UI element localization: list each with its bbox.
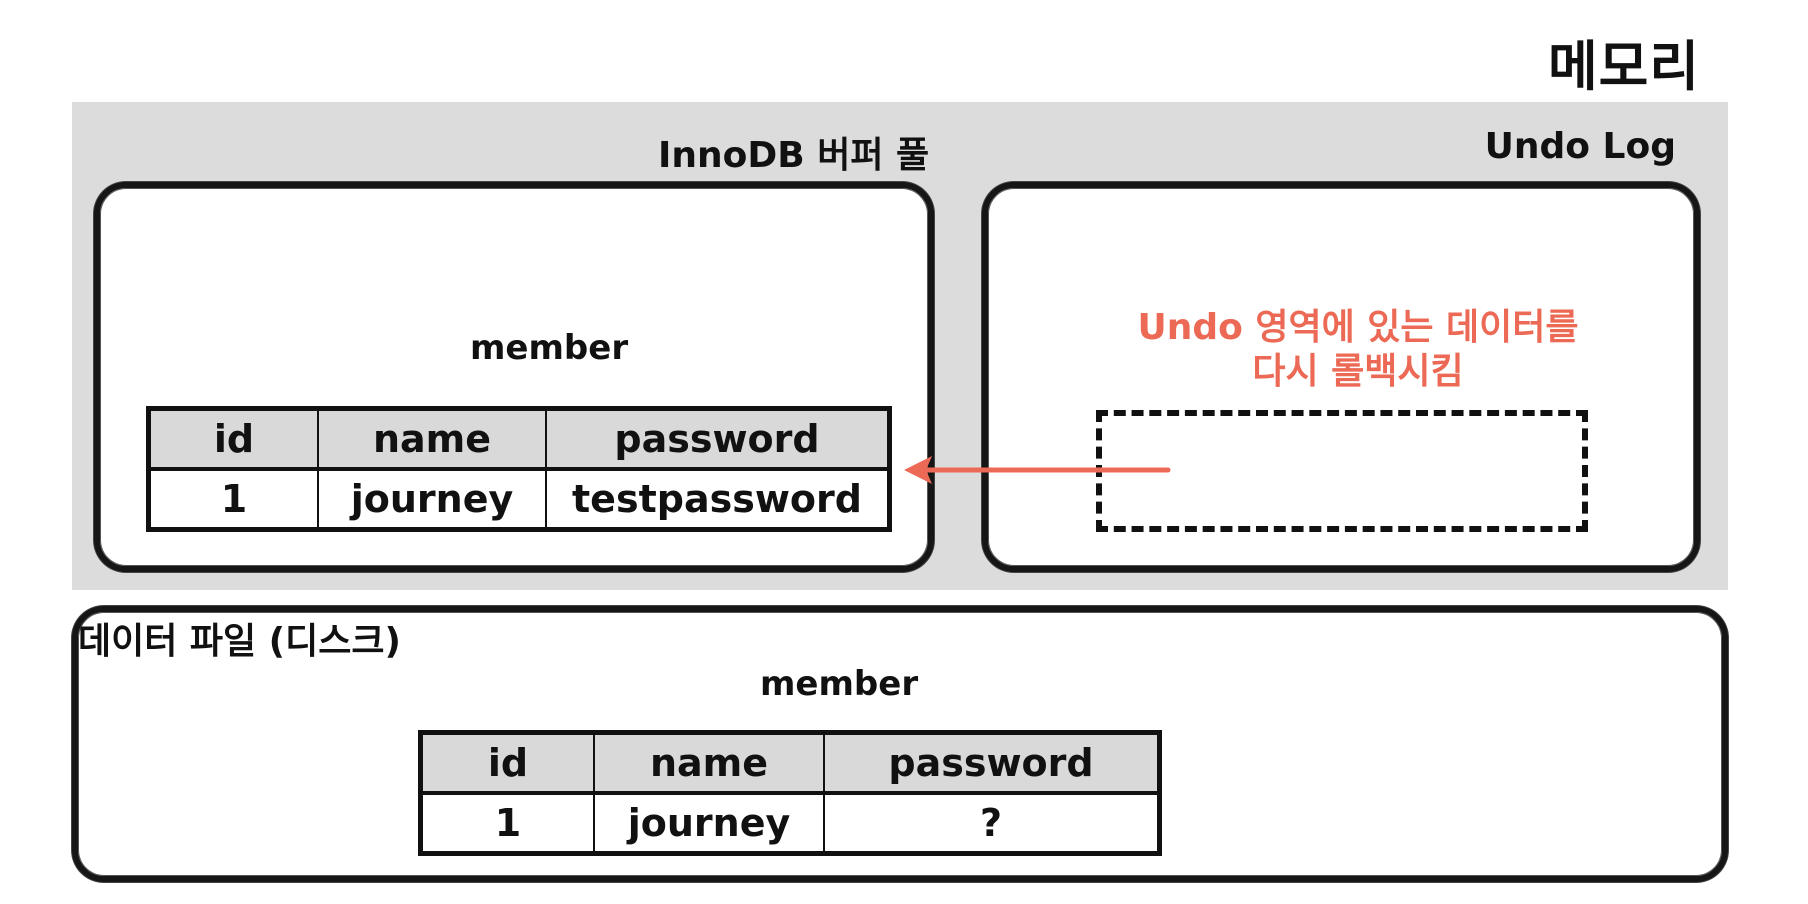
- column-header-id: id: [147, 407, 319, 471]
- undo-note-line-2: 다시 롤백시킴: [1252, 351, 1464, 392]
- data-file-member-table: id name password 1 journey ?: [418, 730, 1162, 856]
- cell-password: testpassword: [545, 468, 891, 531]
- undo-note-line-1: Undo 영역에 있는 데이터를: [1137, 307, 1579, 348]
- column-header-name: name: [317, 407, 547, 471]
- buffer-pool-table-title: member: [470, 328, 629, 368]
- cell-id: 1: [147, 468, 319, 531]
- column-header-name: name: [593, 731, 825, 795]
- column-header-password: password: [545, 407, 891, 471]
- column-header-password: password: [823, 731, 1161, 795]
- table-row: 1 journey testpassword: [147, 468, 891, 531]
- column-header-id: id: [419, 731, 595, 795]
- memory-title: 메모리: [1547, 35, 1700, 98]
- undo-log-box: Undo 영역에 있는 데이터를 다시 롤백시킴: [982, 182, 1700, 572]
- data-file-box: 데이터 파일 (디스크) member id name password 1 j…: [72, 606, 1728, 882]
- table-row: 1 journey ?: [419, 792, 1161, 855]
- rollback-arrow-icon: [904, 456, 1171, 484]
- data-file-label: 데이터 파일 (디스크): [78, 621, 401, 662]
- undo-rollback-note: Undo 영역에 있는 데이터를 다시 롤백시킴: [1108, 306, 1608, 394]
- cell-name: journey: [593, 792, 825, 855]
- data-file-table-title: member: [760, 664, 919, 704]
- buffer-pool-label: InnoDB 버퍼 풀: [658, 135, 930, 176]
- memory-area: InnoDB 버퍼 풀 Undo Log member id name pass…: [72, 102, 1728, 590]
- buffer-pool-box: member id name password 1 journey testpa…: [94, 182, 934, 572]
- cell-id: 1: [419, 792, 595, 855]
- undo-log-label: Undo Log: [1484, 126, 1676, 167]
- cell-password: ?: [823, 792, 1161, 855]
- cell-name: journey: [317, 468, 547, 531]
- table-header-row: id name password: [419, 731, 1161, 795]
- table-header-row: id name password: [147, 407, 891, 471]
- buffer-pool-member-table: id name password 1 journey testpassword: [146, 406, 892, 532]
